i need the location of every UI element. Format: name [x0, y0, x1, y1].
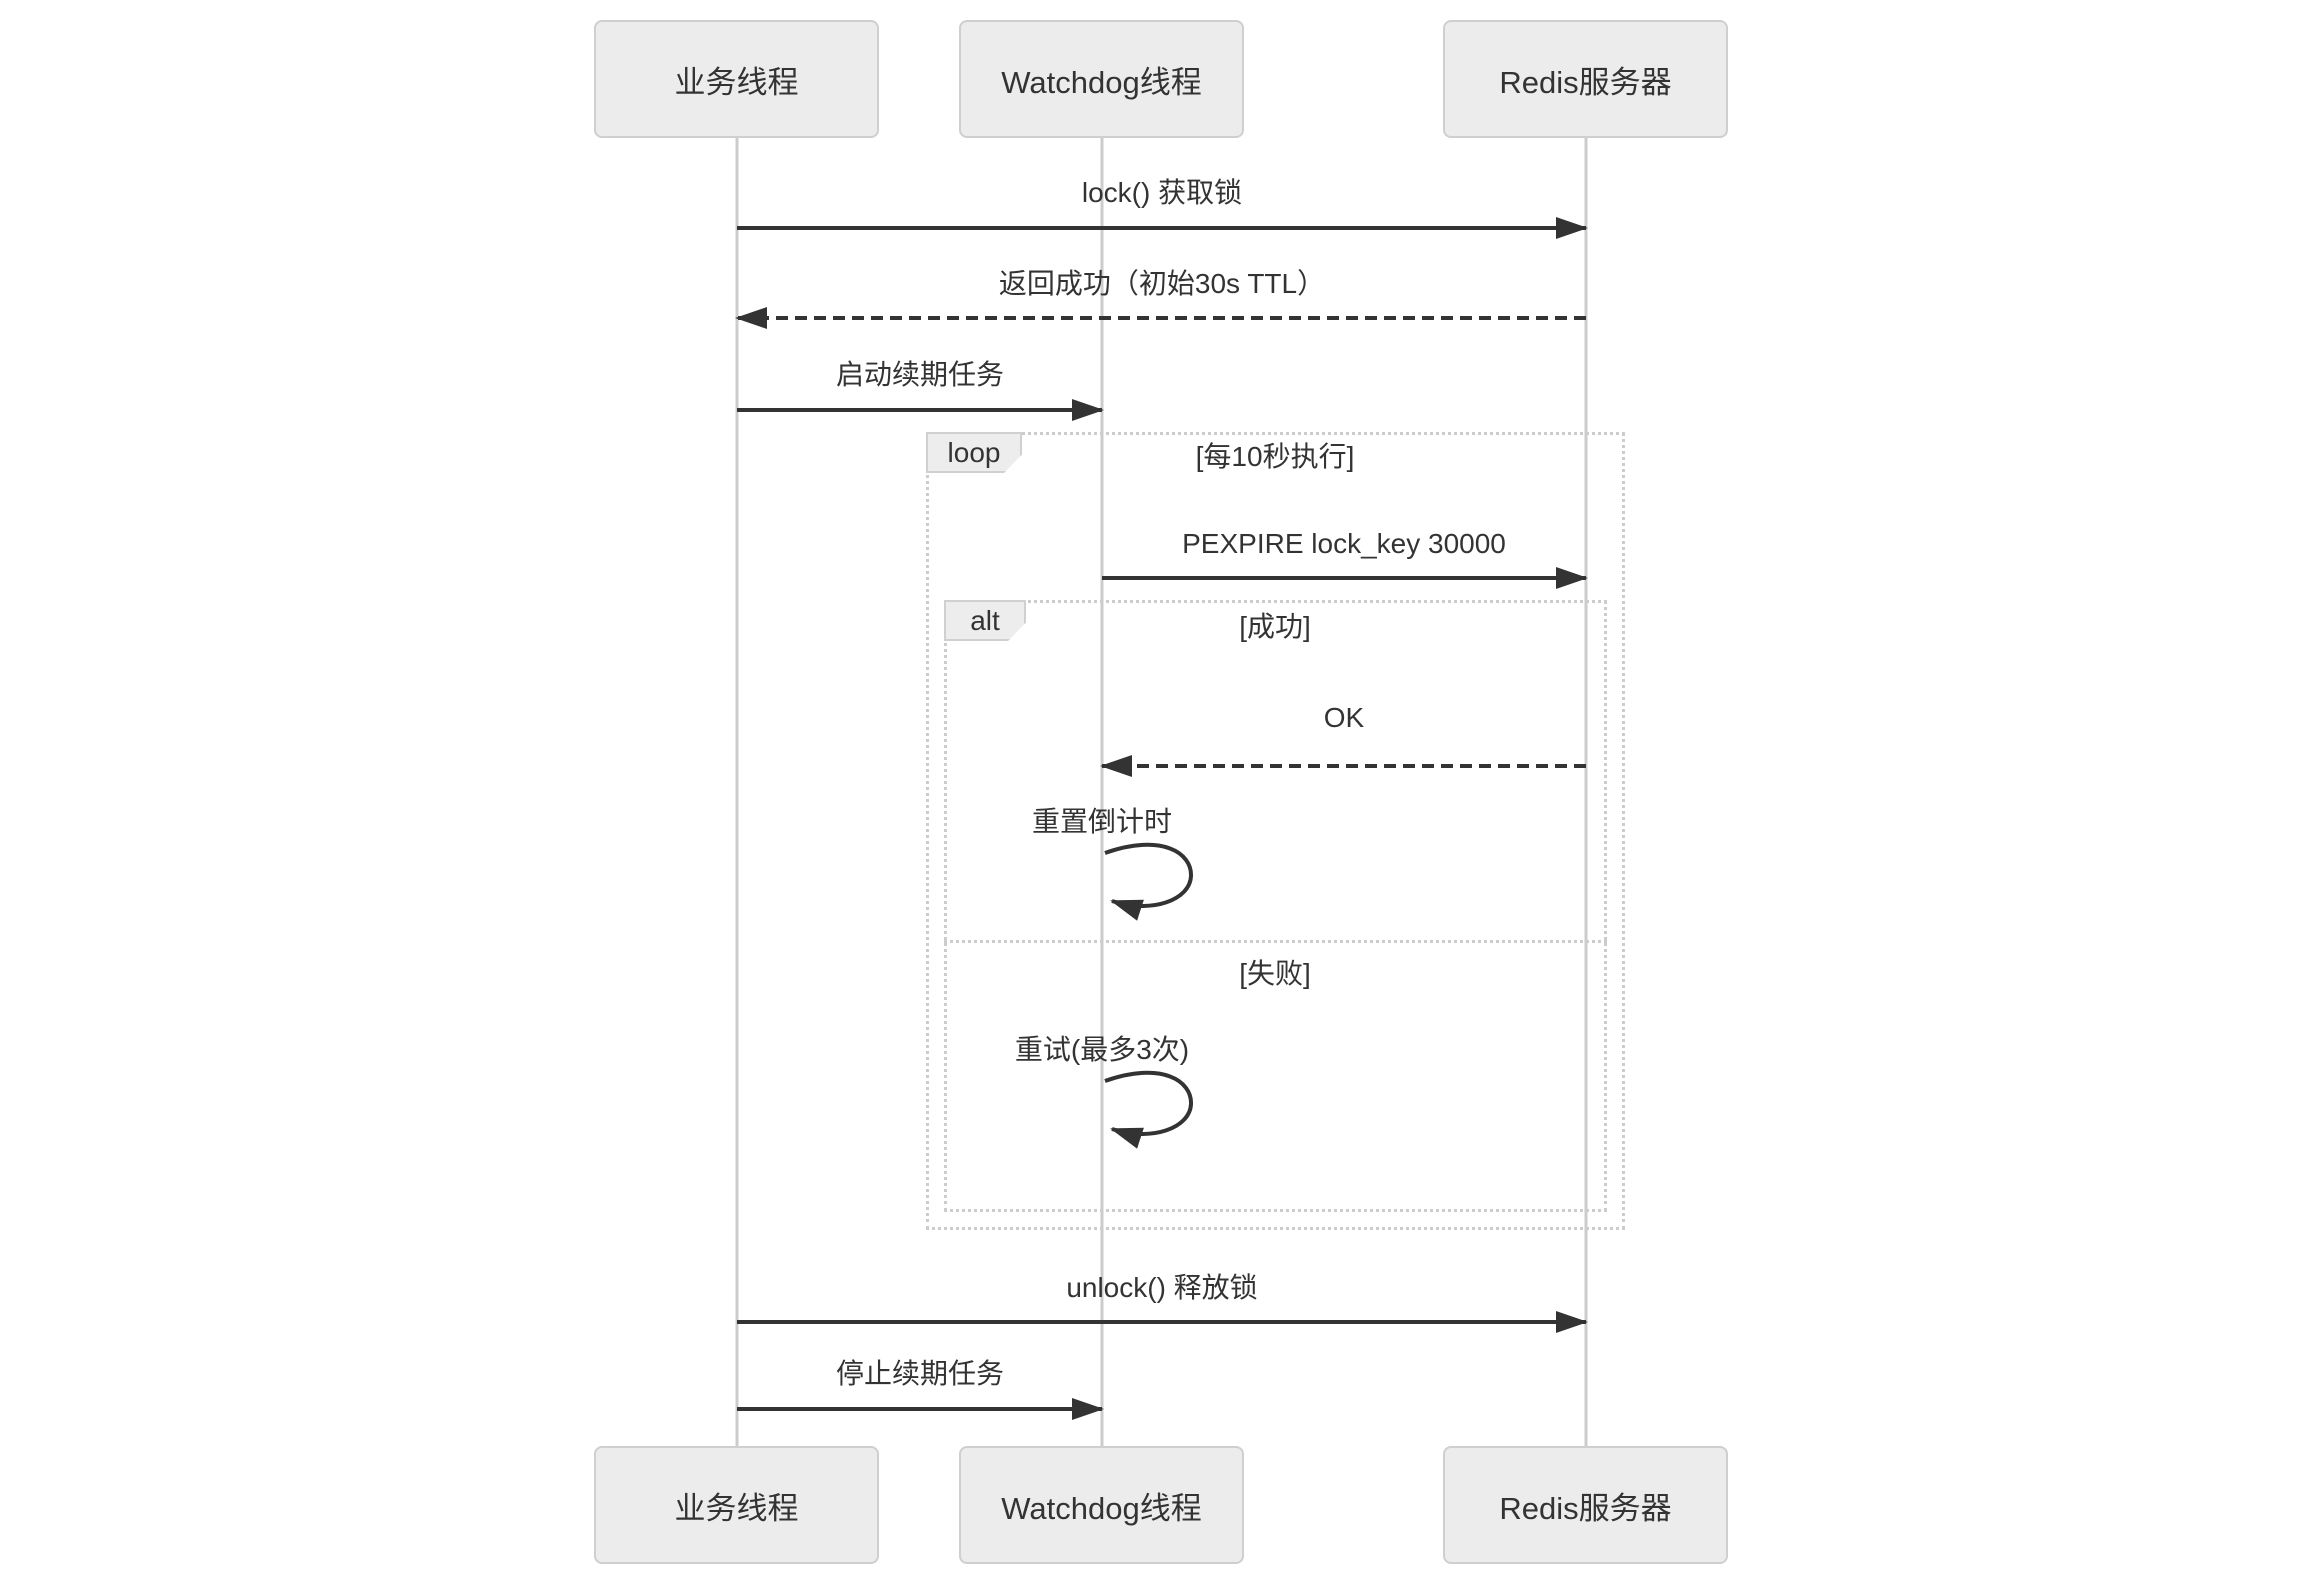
actor-label-redis-bottom: Redis服务器 — [1499, 1490, 1672, 1526]
alt-condition-failure-label: [失败] — [1239, 958, 1311, 989]
message-label-retry: 重试(最多3次) — [1014, 1034, 1190, 1065]
actor-label-business: 业务线程 — [674, 64, 799, 100]
actor-label-watchdog-bottom: Watchdog线程 — [1001, 1490, 1202, 1526]
message-label-start-renewal: 启动续期任务 — [835, 359, 1005, 390]
loop-frame — [926, 432, 1625, 1230]
message-label-ok: OK — [1323, 702, 1365, 733]
message-label-lock-return: 返回成功（初始30s TTL） — [998, 268, 1326, 299]
actor-label-watchdog: Watchdog线程 — [1001, 64, 1202, 100]
loop-frame-tab: loop — [926, 432, 1022, 473]
alt-condition-success-label: [成功] — [1239, 611, 1311, 642]
alt-divider — [944, 940, 1607, 943]
actor-box-redis-top: Redis服务器 — [1443, 20, 1728, 138]
message-label-reset-countdown: 重置倒计时 — [1031, 806, 1173, 837]
actor-box-redis-bottom: Redis服务器 — [1443, 1446, 1728, 1564]
message-label-unlock: unlock() 释放锁 — [1066, 1272, 1258, 1303]
alt-frame-label: alt — [970, 604, 1000, 636]
self-loop-reset-countdown — [1104, 842, 1194, 921]
actor-box-watchdog-bottom: Watchdog线程 — [959, 1446, 1244, 1564]
loop-condition-label: [每10秒执行] — [1195, 441, 1355, 472]
actor-box-business-top: 业务线程 — [594, 20, 879, 138]
loop-frame-label: loop — [947, 436, 1001, 468]
message-label-lock: lock() 获取锁 — [1081, 177, 1243, 208]
message-label-pexpire: PEXPIRE lock_key 30000 — [1182, 528, 1506, 559]
message-label-stop-renewal: 停止续期任务 — [835, 1358, 1005, 1389]
self-loop-retry — [1104, 1070, 1194, 1149]
actor-label-redis: Redis服务器 — [1499, 64, 1672, 100]
alt-frame-tab: alt — [944, 600, 1026, 641]
actor-box-business-bottom: 业务线程 — [594, 1446, 879, 1564]
actor-box-watchdog-top: Watchdog线程 — [959, 20, 1244, 138]
alt-frame — [944, 600, 1607, 1212]
actor-label-business-bottom: 业务线程 — [674, 1490, 799, 1526]
